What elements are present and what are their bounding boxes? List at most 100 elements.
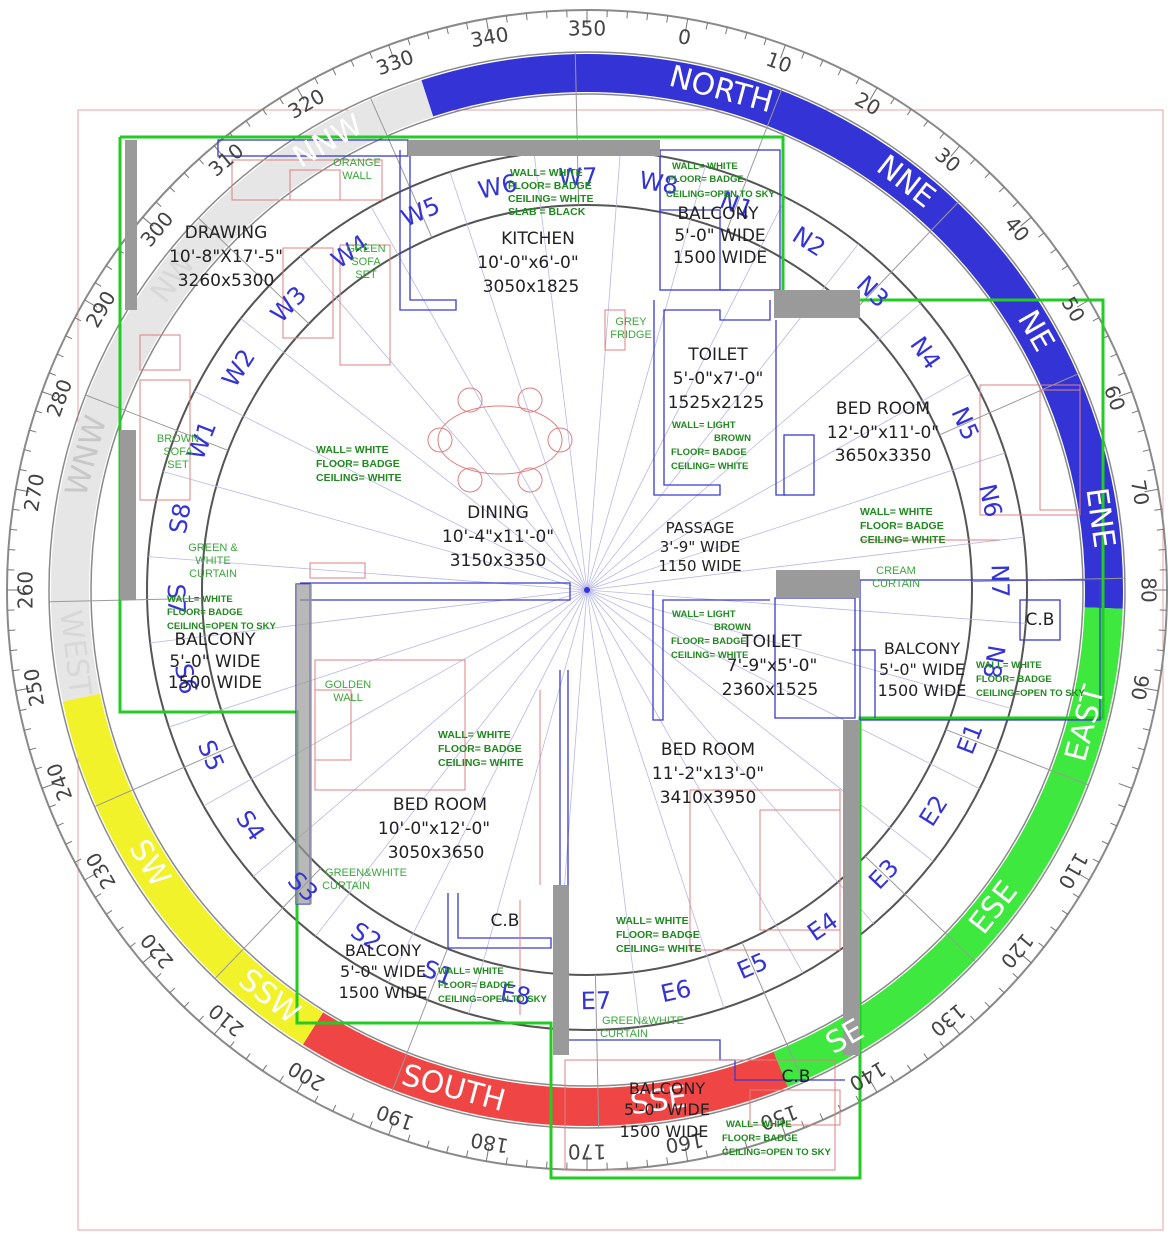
degree-tick [1131,766,1139,770]
degree-tick [65,840,73,845]
finish-note-kitchen: WALL= WHITE FLOOR= BADGE CEILING= WHITE … [508,167,593,218]
note-line: WALL= WHITE [672,161,738,172]
zone-label: N2 [787,221,830,262]
degree-tick [984,1001,991,1008]
degree-tick [998,987,1005,994]
degree-tick [155,201,162,207]
room-metric: 3260x5300 [178,271,275,291]
degree-tick [84,299,98,308]
sector-divider [369,97,433,238]
degree-label: 0 [676,24,693,50]
degree-tick [169,987,176,994]
room-balcony-nw: BALCONY 5'-0" WIDE 1500 WIDE [673,204,767,268]
degree-tick [801,52,805,59]
radial-line [533,153,588,591]
sector-divider [945,729,1089,786]
room-metric: 1500 WIDE [878,681,967,700]
radial-line [586,589,1011,709]
radial-line [586,589,1026,624]
degree-tick [923,120,929,127]
degree-tick [155,973,162,979]
degree-tick [666,1157,669,1165]
room-size: 10'-4"x11'-0" [442,527,554,547]
degree-tick [117,926,124,932]
note-line: CEILING= WHITE [316,472,401,484]
room-size: 10'-0"x6'-0" [477,253,578,273]
note-line: WALL= WHITE [510,167,583,179]
cb-label: C.B [782,1067,811,1087]
degree-tick [1110,353,1118,358]
note-line: CURTAIN [189,568,237,580]
degree-tick [505,1157,508,1165]
degree-tick [426,32,430,40]
degree-tick [1147,468,1155,472]
degree-tick [105,265,113,270]
degree-ticks [7,10,1167,1170]
degree-tick [1137,429,1145,433]
degree-label: 70 [1126,478,1154,507]
degree-tick [1020,953,1032,964]
room-size: 11'-2"x13'-0" [652,764,764,784]
degree-label: 210 [204,999,249,1042]
compass-center [584,587,590,593]
room-name: BALCONY [884,639,961,658]
degree-tick [29,429,37,433]
radial-line [586,589,804,974]
finish-note-toilet-2: WALL= LIGHT BROWN FLOOR= BADGE CEILING= … [671,609,751,661]
degree-tick [15,488,30,493]
degree-label: 240 [42,760,78,804]
note-line: CEILING=OPEN TO SKY [976,688,1085,699]
room-metric: 3410x3950 [660,788,757,808]
note-line: SET [167,459,189,471]
zone-label: W5 [397,191,444,232]
note-line: GREEN [346,243,385,255]
degree-tick [15,687,30,692]
direction-band-inner-edge [90,93,1084,1087]
degree-tick [725,1145,728,1153]
degree-tick [24,449,32,452]
degree-tick [780,1121,786,1136]
degree-tick [1156,528,1164,531]
radial-line [586,536,1024,591]
room-name: BALCONY [345,941,422,960]
room-metric: 3050x1825 [483,277,580,297]
degree-tick [819,59,824,67]
degree-tick [1144,488,1159,493]
degree-tick [485,1147,490,1162]
degree-tick [1050,926,1057,932]
zone-label: S4 [230,805,270,846]
degree-label: 150 [757,1100,801,1136]
room-balcony-e: BALCONY 5'-0" WIDE 1500 WIDE [878,639,967,700]
note-line: WALL= WHITE [438,966,504,977]
degree-tick [19,468,27,472]
finish-note-bedroom-s: WALL= WHITE FLOOR= BADGE CEILING= WHITE [438,729,523,769]
furnishing-notes: ORANGE WALL GREEN SOFA SET BROWN SOFA SE… [157,157,920,1040]
degree-tick [183,172,190,179]
room-toilet-1: TOILET 5'-0"x7'-0" 1525x2125 [668,345,765,413]
radial-line [586,197,787,591]
degree-tick [279,97,284,105]
note-line: WALL= WHITE [438,729,511,741]
degree-tick [332,68,337,76]
degree-tick [350,59,355,67]
finish-note-balcony-se: WALL= WHITE FLOOR= BADGE CEILING=OPEN TO… [722,1119,831,1158]
note-line: GOLDEN [325,679,372,691]
note-line: GREEN&WHITE [602,1015,684,1027]
north-band [421,54,1124,609]
degree-label: 190 [373,1100,417,1136]
degree-tick [24,728,32,731]
degree-tick [525,13,528,21]
degree-tick [465,22,469,30]
zone-label: N4 [904,331,946,374]
note-line: SLAB = BLACK [508,206,586,218]
room-bedroom-ne: BED ROOM 12'-0"x11'-0" 3650x3350 [827,399,939,466]
degree-tick [950,145,961,157]
degree-tick [1118,804,1125,808]
structural-blocks [120,140,860,1055]
degree-tick [1020,216,1032,227]
degree-tick [407,1134,411,1142]
zone-label: E1 [951,720,988,759]
room-name: KITCHEN [501,229,575,249]
zone-label: N7 [986,564,1015,598]
